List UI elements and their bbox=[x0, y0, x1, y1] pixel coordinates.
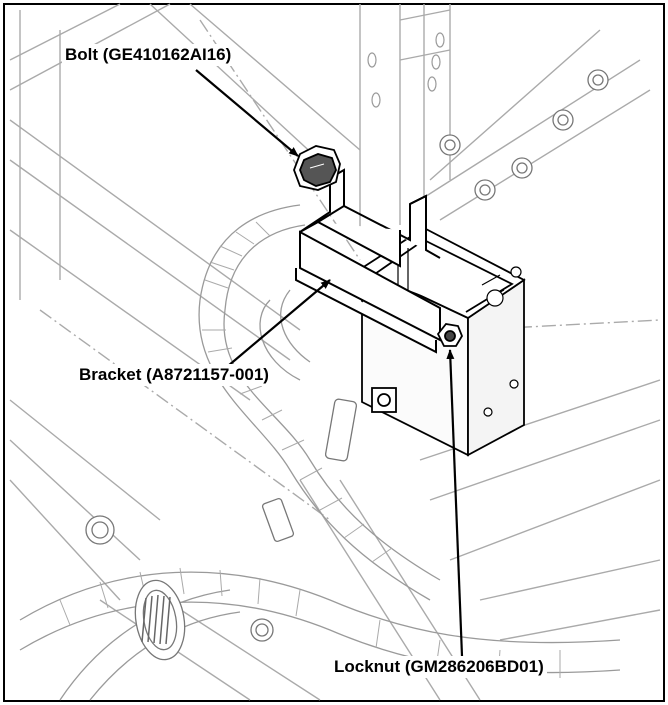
bracket-leader-arrow bbox=[227, 279, 331, 367]
bolt-leader-arrow bbox=[195, 69, 299, 157]
background-frame-structure bbox=[9, 3, 661, 701]
locknut-leader-arrow bbox=[446, 349, 464, 657]
control-box bbox=[360, 226, 526, 457]
connector-ribs bbox=[141, 594, 171, 645]
bracket-callout: Bracket (A8721157-001) bbox=[76, 364, 272, 386]
harness-connectors bbox=[85, 398, 358, 661]
bolt-head bbox=[293, 145, 341, 191]
locknut-callout: Locknut (GM286206BD01) bbox=[331, 656, 547, 678]
bolt-callout: Bolt (GE410162AI16) bbox=[62, 44, 235, 66]
box-details bbox=[397, 248, 522, 417]
figure-border bbox=[3, 3, 665, 702]
wiring-harness bbox=[19, 204, 621, 701]
beam-bolts bbox=[439, 69, 609, 201]
post-holes bbox=[367, 32, 445, 108]
leader-lines bbox=[195, 69, 464, 657]
locknut-part bbox=[436, 323, 464, 347]
mounting-bracket bbox=[295, 168, 441, 354]
